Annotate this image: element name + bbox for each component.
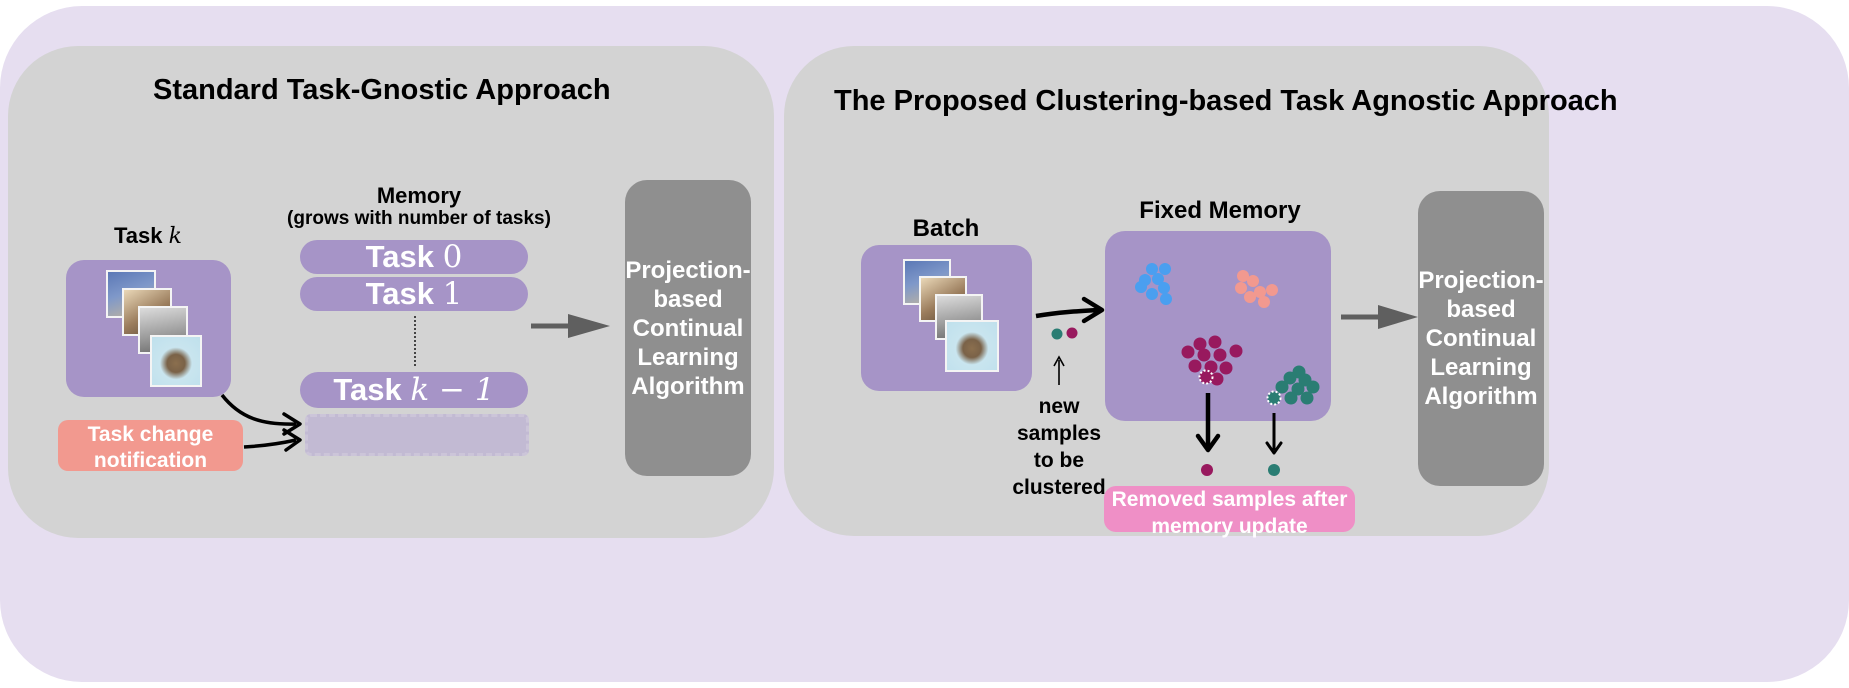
memory-ellipsis-line: [414, 316, 416, 366]
memory-task-0: Task 0: [300, 239, 528, 275]
memory-task-1: Task 1: [300, 276, 528, 312]
left-panel-title: Standard Task-Gnostic Approach: [153, 74, 611, 106]
fixed-memory-box: [1105, 231, 1331, 421]
memory-task-label: Task: [333, 372, 402, 407]
photo-thumbnail: [150, 335, 202, 387]
memory-task-k-minus-1: Task k − 1: [300, 372, 528, 408]
memory-new-slot: [305, 414, 529, 456]
left-algorithm-box: Projection-based Continual Learning Algo…: [625, 180, 751, 476]
photo-stack-icon: [903, 259, 999, 373]
batch-label: Batch: [912, 215, 980, 242]
memory-title: Memory: [376, 183, 462, 208]
task-label-text: Task: [114, 223, 163, 248]
photo-stack-icon: [106, 270, 202, 388]
memory-task-index: k − 1: [410, 372, 495, 408]
task-k-label: Task k: [98, 223, 198, 249]
photo-thumbnail: [945, 320, 999, 372]
right-panel-title: The Proposed Clustering-based Task Agnos…: [834, 85, 1618, 117]
task-change-notification: Task change notification: [58, 420, 243, 472]
task-variable: k: [168, 224, 182, 249]
memory-task-index: 1: [442, 276, 463, 312]
memory-task-label: Task: [365, 276, 434, 311]
right-algorithm-box: Projection-based Continual Learning Algo…: [1418, 191, 1544, 486]
new-samples-caption: new samples to be clustered: [1012, 395, 1106, 499]
memory-task-index: 0: [442, 239, 463, 275]
memory-subtitle: (grows with number of tasks): [287, 208, 551, 229]
fixed-memory-label: Fixed Memory: [1139, 197, 1301, 224]
removed-samples-box: Removed samples after memory update: [1104, 486, 1355, 538]
memory-task-label: Task: [365, 239, 434, 274]
